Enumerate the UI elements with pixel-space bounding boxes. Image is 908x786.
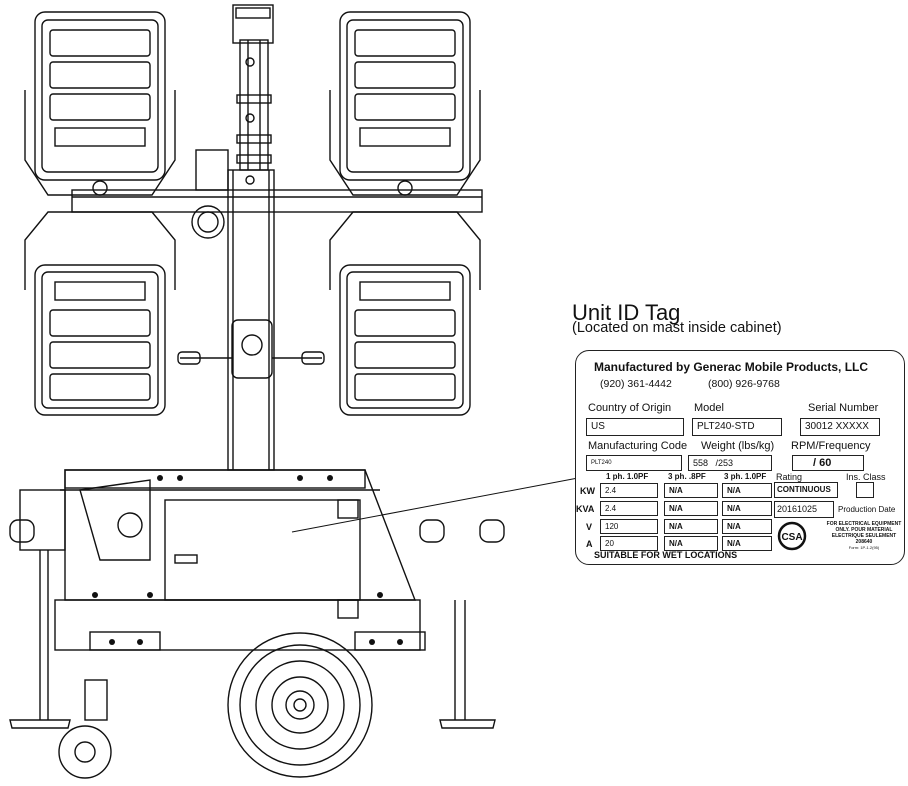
- weight-label: Weight (lbs/kg): [701, 440, 775, 452]
- light-fixture-icon: [329, 211, 481, 416]
- light-tower-drawing: [9, 4, 505, 779]
- model-value: PLT240-STD: [692, 418, 782, 436]
- kw-3ph-8: N/A: [664, 483, 718, 498]
- rpm-value: / 60: [792, 455, 864, 471]
- production-label: Production Date: [838, 505, 896, 514]
- ins-class-label: Ins. Class: [846, 472, 886, 482]
- origin-label: Country of Origin: [588, 402, 672, 414]
- weight-lbs: 558: [693, 458, 709, 468]
- serial-value: 30012 XXXXX: [800, 418, 880, 436]
- trailer-icon: [9, 469, 505, 779]
- a-3ph-1: N/A: [722, 536, 772, 551]
- v-3ph-8: N/A: [664, 519, 718, 534]
- production-value: 20161025: [774, 501, 834, 518]
- col-3ph-1: 3 ph. 1.0PF: [724, 472, 767, 481]
- mfg-code-value: PLT240: [586, 455, 682, 471]
- notice-line-1: FOR ELECTRICAL EQUIPMENT: [826, 521, 902, 527]
- notice-line-2: ONLY. POUR MATERIAL: [835, 527, 893, 533]
- row-v: V: [586, 522, 593, 532]
- mast-icon: [177, 4, 325, 471]
- unit-id-tag: Manufactured by Generac Mobile Products,…: [575, 350, 905, 565]
- kva-3ph-8: N/A: [664, 501, 718, 516]
- kw-1ph: 2.4: [600, 483, 658, 498]
- ins-class-value: [856, 482, 874, 498]
- origin-value: US: [586, 418, 684, 436]
- col-1ph: 1 ph. 1.0PF: [606, 472, 649, 481]
- electrical-notice: FOR ELECTRICAL EQUIPMENT ONLY. POUR MATE…: [824, 521, 904, 551]
- wheel-icon: [227, 632, 373, 778]
- col-3ph-8: 3 ph. .8PF: [668, 472, 706, 481]
- wet-locations-text: SUITABLE FOR WET LOCATIONS: [594, 550, 738, 560]
- kva-1ph: 2.4: [600, 501, 658, 516]
- v-3ph-1: N/A: [722, 519, 772, 534]
- light-fixture-icon: [24, 11, 176, 196]
- csa-logo-icon: CSA: [777, 521, 807, 551]
- callout-title: Unit ID Tag: [572, 300, 681, 325]
- a-1ph: 20: [600, 536, 658, 551]
- row-kva: KVA: [576, 504, 595, 514]
- rating-value: CONTINUOUS: [774, 482, 838, 498]
- row-kw: KW: [580, 486, 595, 496]
- weight-value: 558 /253: [688, 455, 772, 471]
- serial-label: Serial Number: [808, 402, 879, 414]
- light-fixture-icon: [329, 11, 481, 196]
- callout-subtitle: (Located on mast inside cabinet): [572, 320, 782, 336]
- kva-3ph-1: N/A: [722, 501, 772, 516]
- v-1ph: 120: [600, 519, 658, 534]
- phone-1: (920) 361-4442: [600, 378, 672, 390]
- rpm-label: RPM/Frequency: [791, 440, 871, 452]
- rating-label: Rating: [776, 472, 803, 482]
- weight-kg: /253: [715, 458, 734, 468]
- notice-line-3: ELECTRIQUE SEULEMENT: [831, 533, 897, 539]
- model-label: Model: [694, 402, 724, 414]
- row-a: A: [586, 539, 593, 549]
- notice-line-4: 208640: [855, 539, 873, 545]
- manufacturer-text: Manufactured by Generac Mobile Products,…: [594, 360, 869, 374]
- kw-3ph-1: N/A: [722, 483, 772, 498]
- mfg-code-label: Manufacturing Code: [588, 440, 688, 452]
- phone-2: (800) 926-9768: [708, 378, 780, 390]
- light-fixture-icon: [24, 211, 176, 416]
- a-3ph-8: N/A: [664, 536, 718, 551]
- csa-logo-text: CSA: [781, 532, 802, 543]
- notice-line-5: Form: 1P-1.2(95): [848, 545, 880, 550]
